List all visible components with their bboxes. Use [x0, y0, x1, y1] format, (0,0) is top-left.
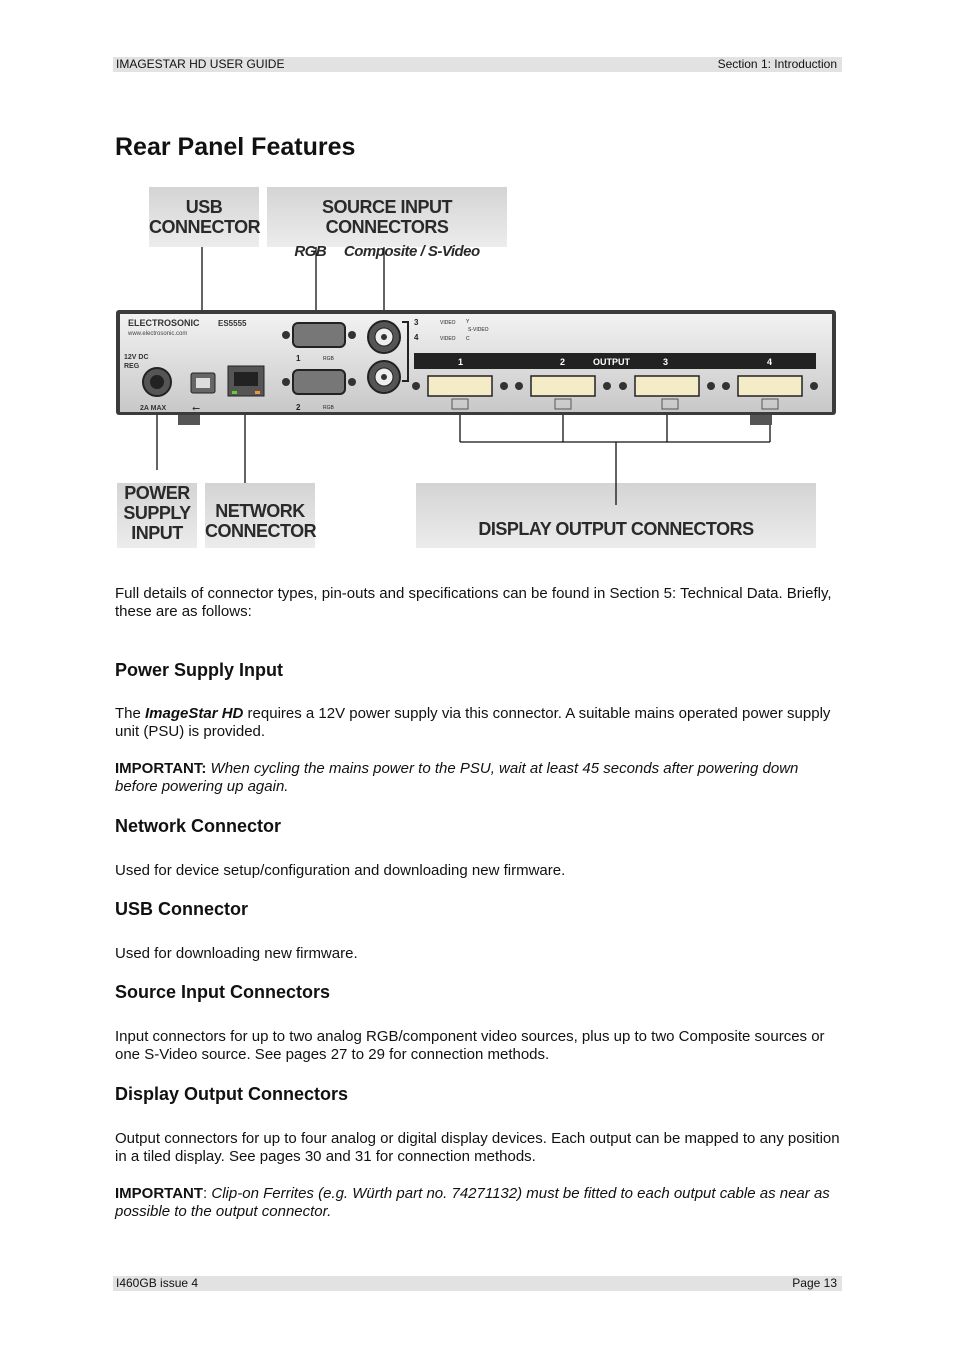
source-paragraph: Input connectors for up to two analog RG…	[115, 1028, 825, 1063]
bnc-input-4	[367, 360, 401, 394]
panel-power-reg: REG	[124, 363, 140, 370]
rgb-input-2	[282, 369, 356, 395]
panel-power-max: 2A MAX	[140, 405, 167, 412]
power-important: IMPORTANT: When cycling the mains power …	[115, 760, 845, 796]
network-label-line2: CONNECTOR	[205, 521, 317, 541]
panel-model: ES5555	[218, 319, 247, 328]
rgb-2-number: 2	[296, 403, 301, 412]
output-4-number: 4	[767, 357, 772, 367]
bnc-4-number: 4	[414, 333, 419, 342]
important-label: IMPORTANT	[115, 1185, 204, 1202]
dvi-output-2	[515, 375, 611, 410]
important-text: When cycling the mains power to the PSU,…	[115, 760, 799, 795]
dvi-output-3	[619, 375, 715, 410]
ethernet-port	[227, 365, 265, 397]
bnc-3-video-tag: VIDEO	[440, 320, 456, 326]
network-connector-label: NETWORK CONNECTOR	[205, 483, 317, 548]
footer-doc-id: I460GB issue 4	[116, 1276, 199, 1290]
output-3-number: 3	[663, 357, 668, 367]
heading-network: Network Connector	[115, 816, 282, 836]
display-label-title: DISPLAY OUTPUT CONNECTORS	[478, 519, 754, 539]
important-label: IMPORTANT:	[115, 760, 207, 777]
heading-source-inputs: Source Input Connectors	[115, 982, 331, 1002]
header-doc-title: IMAGESTAR HD USER GUIDE	[116, 57, 285, 71]
panel-brand: ELECTROSONIC	[128, 318, 200, 328]
power-label-line2: SUPPLY	[123, 503, 191, 523]
page-footer: I460GB issue 4 Page 13	[113, 1276, 842, 1291]
usb-label-line2: CONNECTOR	[149, 217, 261, 237]
dvi-output-1	[412, 375, 508, 410]
important-colon: :	[203, 1185, 212, 1202]
footer-page-number: Page 13	[792, 1276, 837, 1290]
usb-label-line1: USB	[185, 197, 223, 217]
page-title: Rear Panel Features	[115, 133, 356, 161]
power-text-pre: The	[115, 705, 146, 722]
heading-display-outputs: Display Output Connectors	[115, 1084, 349, 1104]
rgb-2-tag: RGB	[323, 405, 335, 411]
usb-symbol-icon: ⭠	[192, 403, 200, 414]
display-output-label: DISPLAY OUTPUT CONNECTORS	[416, 483, 816, 548]
rgb-1-number: 1	[296, 354, 301, 363]
display-paragraph: Output connectors for up to four analog …	[115, 1130, 840, 1165]
page-header: IMAGESTAR HD USER GUIDE Section 1: Intro…	[113, 57, 842, 72]
dvi-output-4	[722, 375, 818, 410]
important-text: Clip-on Ferrites (e.g. Würth part no. 74…	[115, 1185, 830, 1220]
rgb-input-1	[282, 322, 356, 348]
svideo-tag: S-VIDEO	[468, 327, 489, 333]
heading-power-supply: Power Supply Input	[115, 660, 284, 680]
bnc-4-video-tag: VIDEO	[440, 336, 456, 342]
power-text-post: requires a 12V power supply via this con…	[115, 705, 831, 740]
panel-url: www.electrosonic.com	[127, 331, 187, 337]
bnc-input-3	[367, 320, 401, 354]
output-1-number: 1	[458, 357, 463, 367]
product-name: ImageStar HD	[145, 705, 244, 722]
output-2-number: 2	[560, 357, 565, 367]
header-section: Section 1: Introduction	[717, 57, 837, 71]
power-supply-label: POWER SUPPLY INPUT	[117, 483, 197, 548]
display-important: IMPORTANT: Clip-on Ferrites (e.g. Würth …	[115, 1185, 845, 1221]
heading-usb: USB Connector	[115, 899, 249, 919]
intro-paragraph: Full details of connector types, pin-out…	[115, 585, 832, 620]
usb-connector-label: USB CONNECTOR	[149, 187, 261, 247]
source-input-label: SOURCE INPUT CONNECTORS RGB Composite / …	[267, 187, 507, 260]
network-paragraph: Used for device setup/configuration and …	[115, 862, 566, 879]
source-label-rgb: RGB	[294, 243, 327, 260]
svideo-c-tag: C	[466, 336, 470, 342]
bnc-3-number: 3	[414, 318, 419, 327]
rear-panel-diagram: USB CONNECTOR SOURCE INPUT CONNECTORS RG…	[110, 185, 845, 555]
output-label: OUTPUT	[593, 357, 631, 367]
rgb-1-tag: RGB	[323, 356, 335, 362]
svideo-y-tag: Y	[466, 319, 470, 325]
usb-paragraph: Used for downloading new firmware.	[115, 945, 358, 962]
panel-power-voltage: 12V DC	[124, 354, 149, 361]
power-din-connector	[142, 367, 172, 397]
network-label-line1: NETWORK	[215, 501, 305, 521]
usb-port	[190, 372, 216, 394]
power-paragraph: The ImageStar HD requires a 12V power su…	[115, 705, 845, 741]
source-label-title: SOURCE INPUT CONNECTORS	[321, 197, 453, 237]
power-label-line1: POWER	[124, 483, 190, 503]
power-label-line3: INPUT	[131, 523, 183, 543]
source-label-composite: Composite / S-Video	[343, 243, 480, 260]
